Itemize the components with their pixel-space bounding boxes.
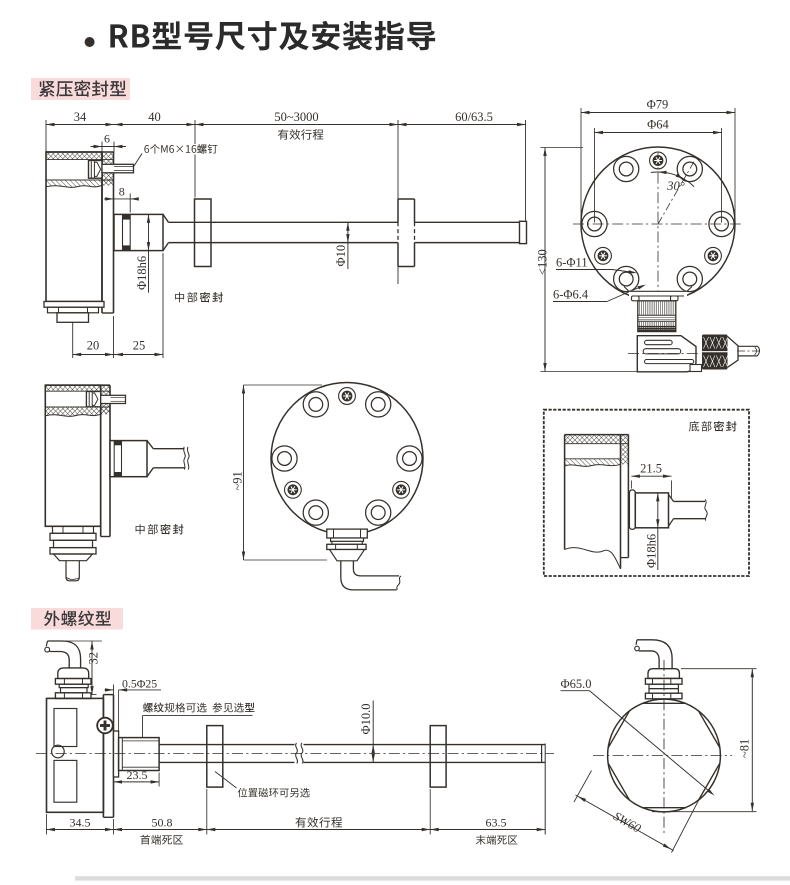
svg-text:Φ18h6: Φ18h6	[135, 256, 149, 290]
svg-text:Φ79: Φ79	[647, 98, 669, 112]
svg-text:32: 32	[87, 652, 101, 665]
svg-text:~91: ~91	[231, 471, 245, 490]
svg-text:23.5: 23.5	[127, 768, 148, 782]
svg-text:25: 25	[133, 339, 146, 353]
svg-text:34.5: 34.5	[70, 816, 91, 830]
svg-text:21.5: 21.5	[640, 462, 662, 476]
svg-text:0.5Φ25: 0.5Φ25	[122, 677, 157, 691]
svg-text:50~3000: 50~3000	[274, 110, 318, 124]
svg-text:20: 20	[87, 339, 100, 353]
svg-text:6: 6	[104, 132, 110, 146]
svg-text:63.5: 63.5	[486, 816, 507, 830]
svg-text:6-Φ6.4: 6-Φ6.4	[553, 288, 589, 302]
svg-text:<130: <130	[536, 249, 550, 275]
svg-text:Φ64: Φ64	[647, 118, 669, 132]
svg-text:34: 34	[74, 110, 87, 124]
svg-text:Φ10: Φ10	[334, 245, 348, 267]
svg-text:6-Φ11: 6-Φ11	[556, 256, 588, 270]
svg-text:Φ10.0: Φ10.0	[359, 703, 373, 734]
svg-text:Φ18h6: Φ18h6	[645, 534, 659, 568]
svg-text:40: 40	[148, 110, 161, 124]
svg-text:Φ65.0: Φ65.0	[561, 677, 592, 691]
svg-text:30°: 30°	[666, 179, 685, 193]
svg-text:60/63.5: 60/63.5	[455, 110, 493, 124]
svg-text:~81: ~81	[738, 739, 752, 758]
svg-text:8: 8	[119, 185, 125, 199]
svg-text:50.8: 50.8	[152, 816, 173, 830]
